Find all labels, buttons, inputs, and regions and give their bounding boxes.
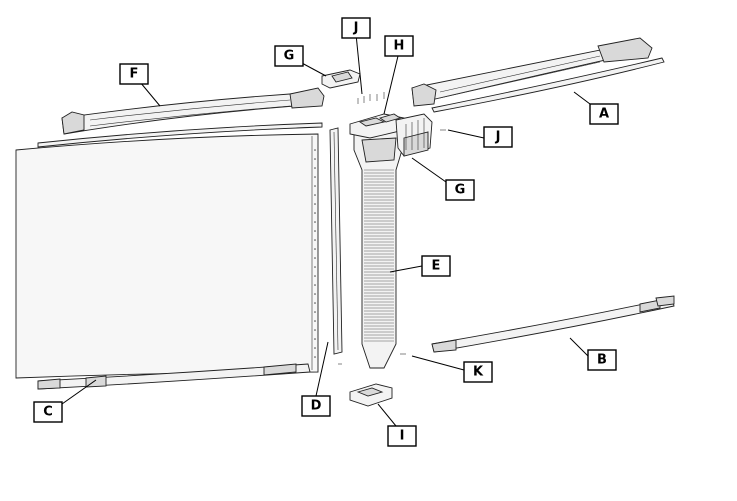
part-top-cap (349, 113, 405, 139)
part-bottom-plate (349, 383, 393, 407)
part-top-rail-right (411, 37, 665, 113)
panel-hole (314, 149, 316, 151)
panel-hole (314, 311, 316, 313)
callout-K: K (463, 361, 493, 383)
panel-hole (314, 176, 316, 178)
callout-label: G (455, 183, 466, 198)
part-screws-top (357, 92, 385, 104)
callout-label: J (353, 21, 359, 36)
panel-hole (314, 167, 316, 169)
panel-hole (314, 221, 316, 223)
panel-hole (314, 194, 316, 196)
callout-A: A (589, 103, 619, 125)
part-bottom-track-right (431, 295, 675, 353)
callout-C: C (33, 401, 63, 423)
part-wall-panel (15, 133, 319, 379)
panel-hole (314, 320, 316, 322)
panel-hole (314, 275, 316, 277)
part-rail-connector-right (395, 113, 433, 157)
panel-hole (314, 239, 316, 241)
callout-label: K (473, 365, 484, 380)
panel-hole (314, 257, 316, 259)
part-stabilizer-strip (329, 127, 343, 355)
callout-B: B (587, 349, 617, 371)
callout-J-right: J (483, 126, 513, 148)
callout-G-top: G (274, 45, 304, 67)
callout-I: I (387, 425, 417, 447)
panel-hole (314, 302, 316, 304)
callout-H: H (384, 35, 414, 57)
callout-label: G (284, 49, 295, 64)
panel-hole (314, 329, 316, 331)
part-upright-post (353, 125, 403, 369)
panel-hole (314, 203, 316, 205)
callout-J-top: J (341, 17, 371, 39)
panel-hole (314, 356, 316, 358)
panel-edge-holes (314, 149, 316, 358)
callout-label: J (495, 130, 501, 145)
panel-hole (314, 338, 316, 340)
callout-label: F (130, 67, 139, 82)
panel-hole (314, 212, 316, 214)
panel-hole (314, 293, 316, 295)
callout-F: F (119, 63, 149, 85)
panel-hole (314, 185, 316, 187)
panel-hole (314, 266, 316, 268)
callout-E: E (421, 255, 451, 277)
part-bottom-track-left (37, 363, 311, 390)
callout-label: H (394, 39, 405, 54)
panel-hole (314, 230, 316, 232)
callout-label: D (311, 399, 322, 414)
panel-hole (314, 347, 316, 349)
callout-label: E (432, 259, 441, 274)
callout-G-right: G (445, 179, 475, 201)
callout-label: I (400, 429, 405, 444)
callout-D: D (301, 395, 331, 417)
leader-lines (61, 33, 591, 427)
callout-label: C (43, 405, 53, 420)
callout-label: A (599, 107, 609, 122)
callout-label: B (597, 353, 607, 368)
part-small-clip-top (321, 69, 361, 89)
part-top-rail-left (37, 87, 325, 148)
panel-hole (314, 248, 316, 250)
panel-hole (314, 284, 316, 286)
panel-hole (314, 158, 316, 160)
